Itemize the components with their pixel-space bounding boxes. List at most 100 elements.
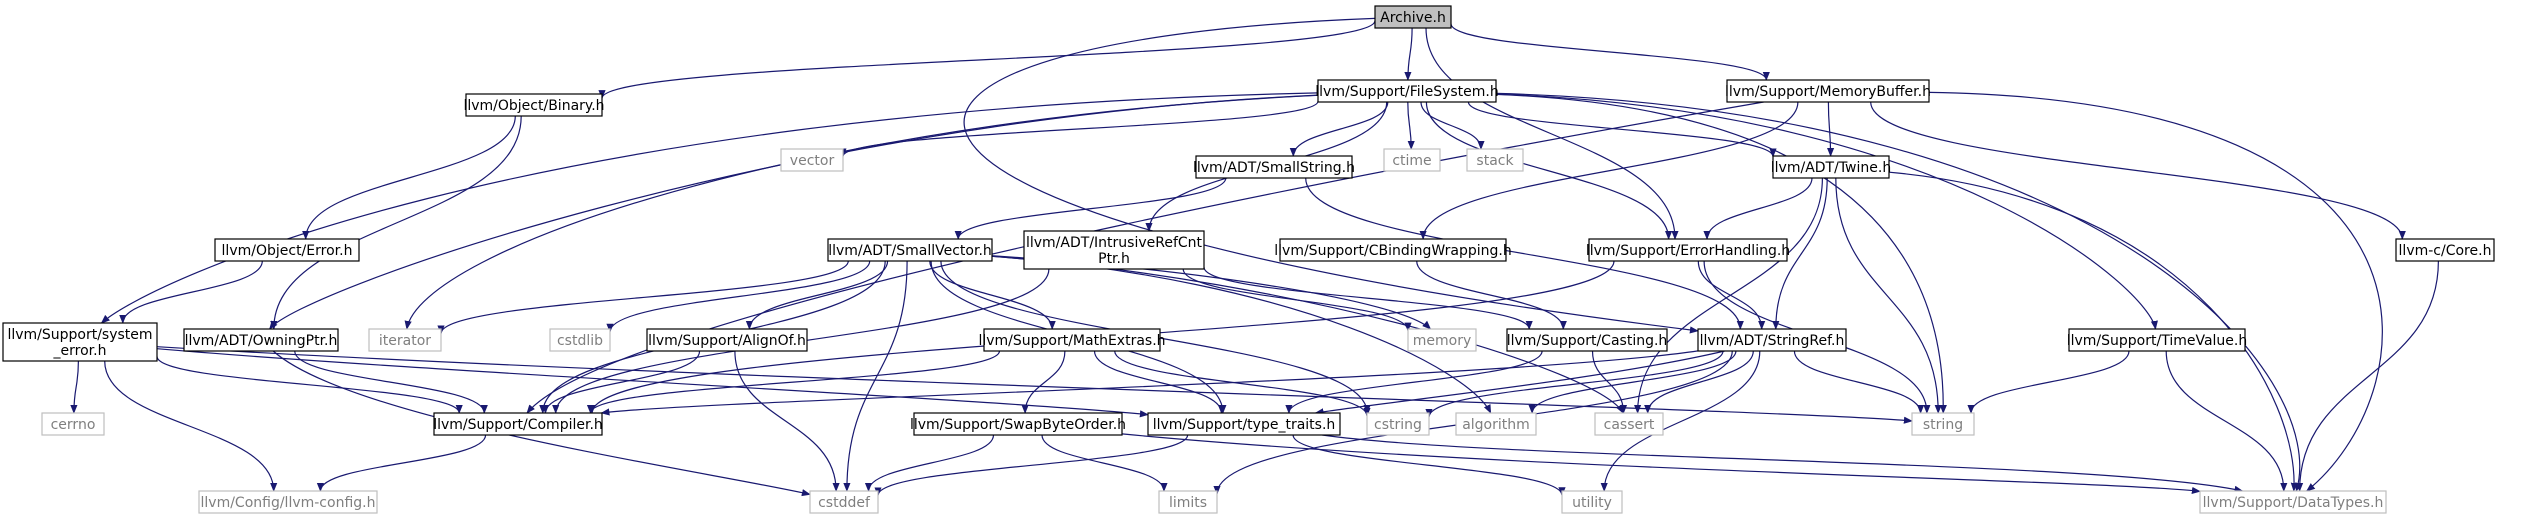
edge-twine-to-errorhandling <box>1703 177 1813 240</box>
node-alignof[interactable]: llvm/Support/AlignOf.h <box>646 328 808 352</box>
edge-path <box>864 434 995 492</box>
edge-typetraits-to-datatypes <box>1322 434 2244 493</box>
edge-intrusive-to-casting <box>1203 266 1533 330</box>
node-label: llvm/Support/ErrorHandling.h <box>1586 243 1790 259</box>
node-owningptr[interactable]: llvm/ADT/OwningPtr.h <box>183 328 339 352</box>
edge-memorybuffer-to-core <box>1870 101 2406 240</box>
node-box <box>1195 155 1353 179</box>
node-ctime: ctime <box>1383 148 1441 172</box>
edge-memorybuffer-to-datatypes <box>1928 91 2383 492</box>
node-memory: memory <box>1407 328 1477 352</box>
edge-path <box>1121 433 2201 495</box>
node-box <box>1911 412 1975 436</box>
node-box <box>1726 79 1930 103</box>
edge-filesystem-to-twine <box>1467 101 1777 158</box>
edge-filesystem-to-stack <box>1420 101 1485 150</box>
node-memorybuffer[interactable]: llvm/Support/MemoryBuffer.h <box>1725 79 1931 103</box>
node-llvmconfig: llvm/Config/llvm-config.h <box>198 490 378 514</box>
node-twine[interactable]: llvm/ADT/Twine.h <box>1771 155 1891 179</box>
edge-filesystem-to-timevalue <box>1495 93 2158 330</box>
node-label: llvm/Support/Casting.h <box>1507 333 1668 349</box>
node-box <box>1279 238 1507 262</box>
edge-alignof-to-compiler <box>541 350 701 414</box>
edge-syserror-to-compiler <box>156 356 463 414</box>
edge-archive-to-binary <box>598 20 1376 100</box>
edge-binary-to-objerror <box>302 115 516 240</box>
node-casting[interactable]: llvm/Support/Casting.h <box>1506 328 1668 352</box>
node-box <box>465 93 603 117</box>
edge-path <box>843 260 908 492</box>
node-label: cstring <box>1374 417 1422 433</box>
node-label: llvm/Object/Error.h <box>222 243 353 259</box>
node-objerror[interactable]: llvm/Object/Error.h <box>214 238 360 262</box>
node-binary[interactable]: llvm/Object/Binary.h <box>463 93 605 117</box>
node-compiler[interactable]: llvm/Support/Compiler.h <box>433 412 603 436</box>
edge-twine-to-stringref <box>1772 177 1828 330</box>
node-box <box>1317 79 1497 103</box>
edge-filesystem-to-errorhandling <box>1425 101 1673 240</box>
node-cbinding[interactable]: llvm/Support/CBindingWrapping.h <box>1274 238 1512 262</box>
edge-path <box>1450 23 1770 81</box>
node-stringref[interactable]: llvm/ADT/StringRef.h <box>1697 328 1847 352</box>
edge-path <box>1870 101 2406 240</box>
edge-path <box>1697 260 1766 330</box>
node-label: llvm-c/Core.h <box>2399 243 2492 259</box>
edge-mathextras-to-compiler <box>587 350 1001 414</box>
edge-path <box>1289 101 1389 157</box>
node-iterator: iterator <box>368 328 442 352</box>
edge-timevalue-to-datatypes <box>2165 350 2288 492</box>
node-mathextras[interactable]: llvm/Support/MathExtras.h <box>978 328 1166 352</box>
node-swapbyteorder[interactable]: llvm/Support/SwapByteOrder.h <box>910 412 1126 436</box>
node-vector: vector <box>780 148 844 172</box>
edge-path <box>156 346 1913 424</box>
node-filesystem[interactable]: llvm/Support/FileSystem.h <box>1315 79 1499 103</box>
edge-stringref-to-cassert <box>1644 350 1754 414</box>
node-box <box>198 490 378 514</box>
node-label: string <box>1923 417 1963 433</box>
edge-filesystem-to-ctime <box>1407 101 1415 150</box>
node-box <box>809 490 879 514</box>
edge-path <box>119 260 263 324</box>
edge-casting-to-typetraits <box>1285 350 1543 414</box>
node-box <box>1506 328 1668 352</box>
node-box <box>827 238 993 262</box>
edge-path <box>104 360 278 492</box>
node-cstring: cstring <box>1366 412 1430 436</box>
edge-path <box>1967 350 2130 414</box>
edge-filesystem-to-vector <box>839 101 1319 158</box>
node-box <box>1594 412 1664 436</box>
node-core[interactable]: llvm-c/Core.h <box>2395 238 2495 262</box>
edge-path <box>1467 101 1777 158</box>
edge-owningptr-to-compiler <box>294 350 488 414</box>
edge-syserror-to-cerrno <box>70 360 79 414</box>
node-timevalue[interactable]: llvm/Support/TimeValue.h <box>2067 328 2248 352</box>
node-label: llvm/Support/MathExtras.h <box>978 333 1165 349</box>
edge-path <box>1314 350 1725 416</box>
edge-path <box>954 177 1227 240</box>
node-smallstring[interactable]: llvm/ADT/SmallString.h <box>1193 155 1355 179</box>
edge-path <box>745 260 889 330</box>
edge-path <box>1835 177 1942 414</box>
node-typetraits[interactable]: llvm/Support/type_traits.h <box>1147 412 1341 436</box>
edge-mathextras-to-swapbyteorder <box>1021 350 1066 414</box>
node-label: llvm/Support/CBindingWrapping.h <box>1274 243 1511 259</box>
edge-alignof-to-cstddef <box>734 350 840 492</box>
edge-filesystem-to-syserror <box>100 92 1319 324</box>
node-label: Ptr.h <box>1098 251 1130 267</box>
edge-path <box>1528 350 1737 414</box>
node-syserror[interactable]: llvm/Support/system_error.h <box>2 322 158 362</box>
node-box <box>1466 148 1524 172</box>
node-label: llvm/ADT/StringRef.h <box>1700 333 1845 349</box>
edge-smallvector-to-cassert <box>991 255 1624 414</box>
edge-path <box>606 260 871 333</box>
node-smallvector[interactable]: llvm/ADT/SmallVector.h <box>827 238 993 262</box>
node-box <box>1383 148 1441 172</box>
node-errorhandling[interactable]: llvm/Support/ErrorHandling.h <box>1586 238 1790 262</box>
edge-path <box>1772 177 1828 330</box>
node-label: vector <box>790 153 835 169</box>
node-label: llvm/Object/Binary.h <box>463 98 604 114</box>
node-archive[interactable]: Archive.h <box>1374 5 1452 29</box>
edge-path <box>587 350 1001 414</box>
edge-path <box>929 260 1056 330</box>
